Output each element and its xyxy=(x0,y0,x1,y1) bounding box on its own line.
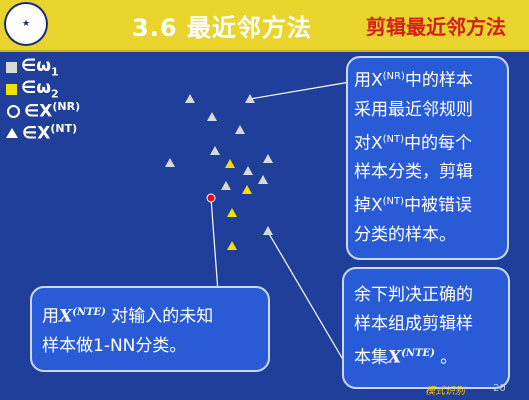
callout-text: 采用最近邻规则 xyxy=(354,99,473,120)
sample-class1 xyxy=(243,166,253,175)
sample-class1 xyxy=(221,181,231,190)
pointer-line xyxy=(249,81,351,100)
sample-points xyxy=(165,94,273,250)
pointer-line xyxy=(210,197,219,293)
callout-text: 样本组成剪辑样 xyxy=(354,314,473,334)
callout-symbol: X xyxy=(388,347,402,368)
legend-sup: (NR) xyxy=(52,100,81,114)
circle-marker-icon xyxy=(7,104,20,118)
university-logo-icon: ★ xyxy=(4,2,48,46)
sample-class1 xyxy=(165,158,175,167)
sample-class1 xyxy=(245,94,255,103)
sample-class1 xyxy=(258,175,268,184)
sample-class2 xyxy=(225,159,235,168)
header-bar: ★ 3.6 最近邻方法 剪辑最近邻方法 xyxy=(0,0,529,52)
square-marker-icon xyxy=(6,83,17,95)
legend-sub: 2 xyxy=(51,87,59,101)
callout-sup: (NR) xyxy=(382,71,405,82)
callout-text: 对输入的未知 xyxy=(105,306,214,327)
callout-sup: (NTE) xyxy=(72,307,106,318)
legend-sup: (NT) xyxy=(50,122,78,136)
sample-class1 xyxy=(235,125,245,134)
callout-text: 样本做1-NN分类。 xyxy=(42,335,187,356)
callout-text: 余下判决正确的 xyxy=(354,285,473,305)
callout-text: 。 xyxy=(434,347,458,368)
legend-item-class2: ∈ω2 xyxy=(6,78,116,100)
query-point xyxy=(206,193,216,203)
legend-label: ∈X xyxy=(22,123,51,144)
callout-text: 分类的样本。 xyxy=(354,224,456,245)
legend-label: ∈ω xyxy=(21,77,52,98)
legend: ∈ω1 ∈ω2 ∈X(NR) ∈X(NT) xyxy=(6,56,116,144)
callout-text: 样本分类，剪辑 xyxy=(354,162,473,183)
callout-sup: (NT) xyxy=(382,133,405,145)
sample-class1 xyxy=(263,226,273,235)
footer-signature: 模式识别 xyxy=(425,386,465,397)
callout-sup: (NT) xyxy=(382,196,405,208)
callout-edited-set: 余下判决正确的 样本组成剪辑样 本集X(NTE) 。 xyxy=(342,267,510,389)
callout-text: 本集 xyxy=(354,347,388,368)
slide-title: 3.6 最近邻方法 xyxy=(132,14,312,42)
callout-classify: 用X(NTE) 对输入的未知 样本做1-NN分类。 xyxy=(30,286,270,372)
callout-sup: (NTE) xyxy=(401,348,435,359)
callout-text: 用X xyxy=(354,70,383,91)
callout-text: 中的每个 xyxy=(404,133,473,154)
callout-symbol: X xyxy=(59,306,73,327)
legend-sub: 1 xyxy=(51,65,59,79)
legend-label: ∈ω xyxy=(21,55,52,76)
sample-class2 xyxy=(227,241,237,250)
sample-class1 xyxy=(207,112,217,121)
callout-editing-rule: 用X(NR)中的样本 采用最近邻规则 对X(NT)中的每个 样本分类，剪辑 掉X… xyxy=(346,56,509,260)
callout-text: 用 xyxy=(42,306,59,327)
legend-item-reference-set: ∈X(NR) xyxy=(6,100,116,122)
page-number: 20 xyxy=(493,383,506,394)
sample-class1 xyxy=(263,154,273,163)
triangle-marker-icon xyxy=(6,128,18,138)
callout-text: 掉X xyxy=(354,195,383,216)
legend-item-class1: ∈ω1 xyxy=(6,56,116,78)
callout-text: 对X xyxy=(354,133,383,154)
square-marker-icon xyxy=(6,61,17,73)
callout-text: 中被错误 xyxy=(404,195,473,216)
legend-item-test-set: ∈X(NT) xyxy=(6,122,116,144)
sample-class2 xyxy=(242,185,252,194)
sample-class2 xyxy=(227,208,237,217)
sample-class1 xyxy=(210,146,220,155)
callout-text: 中的样本 xyxy=(404,70,473,91)
legend-label: ∈X xyxy=(24,101,53,122)
sample-class1 xyxy=(185,94,195,103)
slide-subtitle: 剪辑最近邻方法 xyxy=(366,15,506,39)
